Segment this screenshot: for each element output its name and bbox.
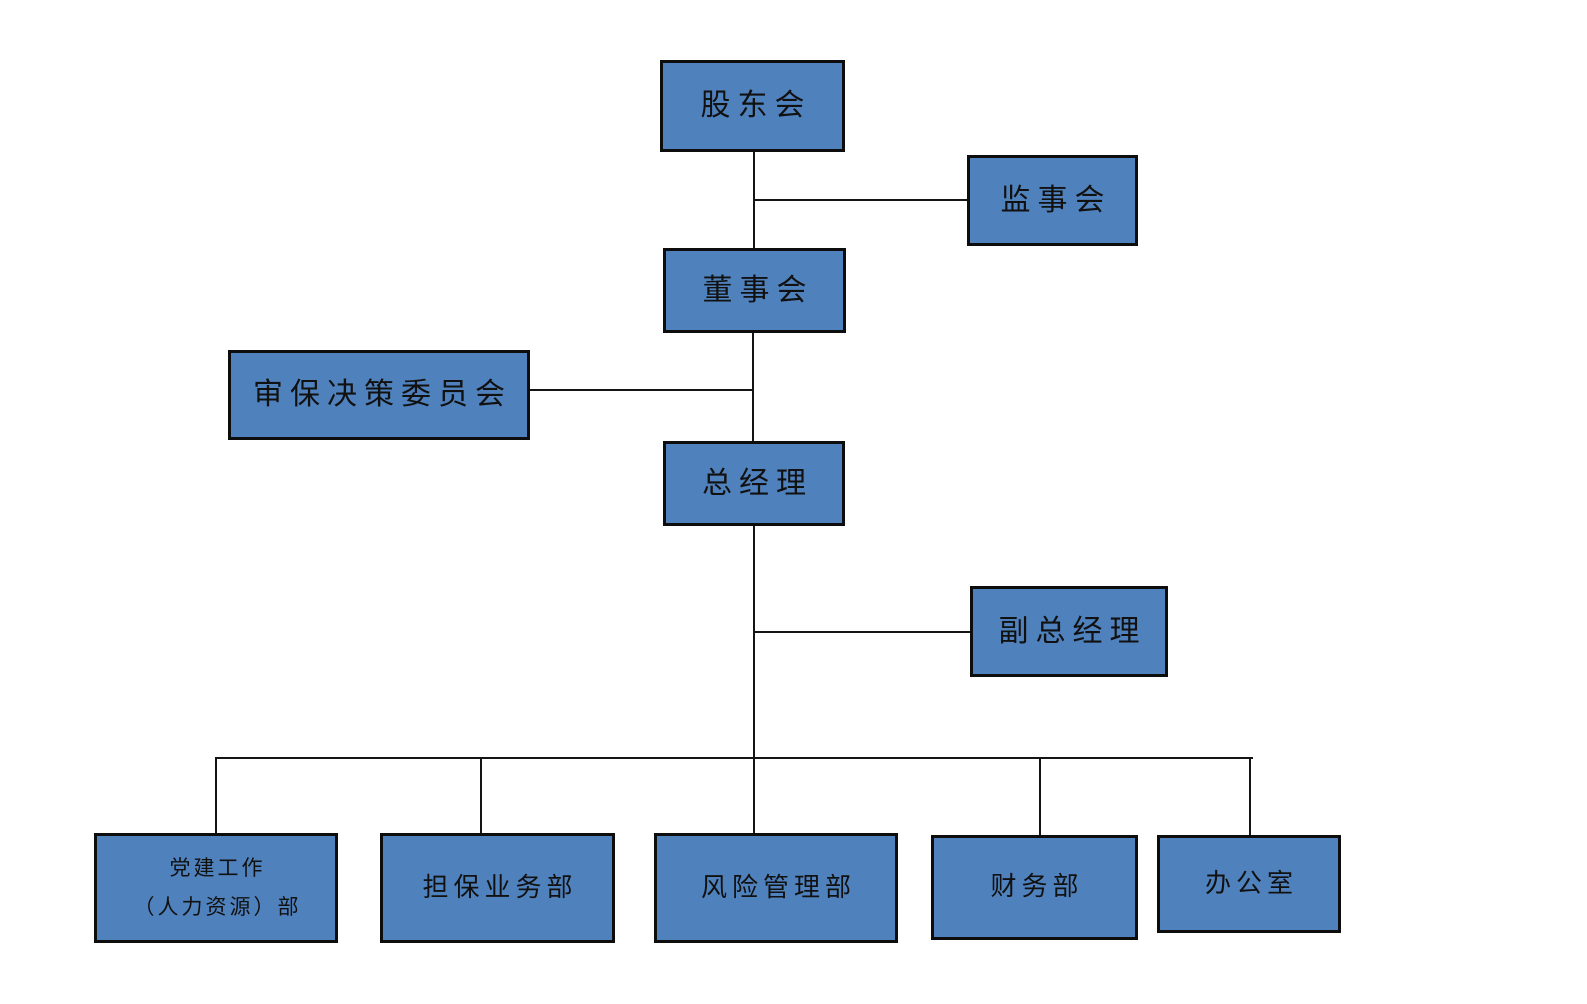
node-board-label: 董事会 (702, 273, 814, 307)
node-supervisory-board: 监事会 (967, 155, 1138, 246)
node-office-label: 办公室 (1204, 868, 1298, 898)
node-deputy-general-manager: 副总经理 (970, 586, 1168, 677)
node-guarantee-business-dept: 担保业务部 (380, 833, 615, 943)
connector-committee-branch (530, 389, 753, 391)
node-party-label-line1: 党建工作 (169, 856, 266, 881)
node-dgm-label: 副总经理 (998, 614, 1147, 648)
node-general-manager: 总经理 (663, 441, 845, 526)
connector-departments-bus (215, 757, 1253, 759)
connector-drop-party (215, 757, 217, 833)
node-finance-dept: 财务部 (931, 835, 1138, 940)
connector-gm-departments (753, 526, 755, 833)
connector-dgm-branch (754, 631, 971, 633)
node-risk-label: 风险管理部 (700, 872, 856, 902)
connector-drop-guarantee (480, 757, 482, 833)
node-guarantee-review-committee: 审保决策委员会 (228, 350, 530, 440)
node-shareholders-meeting: 股东会 (660, 60, 845, 152)
connector-drop-finance (1039, 757, 1041, 835)
node-committee-label: 审保决策委员会 (253, 378, 512, 412)
connector-drop-office (1249, 757, 1251, 835)
node-party-label-line2: （人力资源）部 (133, 895, 302, 919)
connector-supervisory-branch (754, 199, 967, 201)
node-general-office: 办公室 (1157, 835, 1341, 933)
node-risk-management-dept: 风险管理部 (654, 833, 898, 943)
node-finance-label: 财务部 (990, 872, 1084, 902)
node-gm-label: 总经理 (702, 466, 813, 500)
node-supervisory-label: 监事会 (1000, 183, 1112, 217)
node-guarantee-label: 担保业务部 (422, 872, 578, 902)
node-board-of-directors: 董事会 (663, 248, 846, 333)
connector-board-gm (752, 333, 754, 441)
node-shareholders-label: 股东会 (700, 89, 812, 123)
node-party-building-hr-dept: 党建工作 （人力资源）部 (94, 833, 338, 943)
